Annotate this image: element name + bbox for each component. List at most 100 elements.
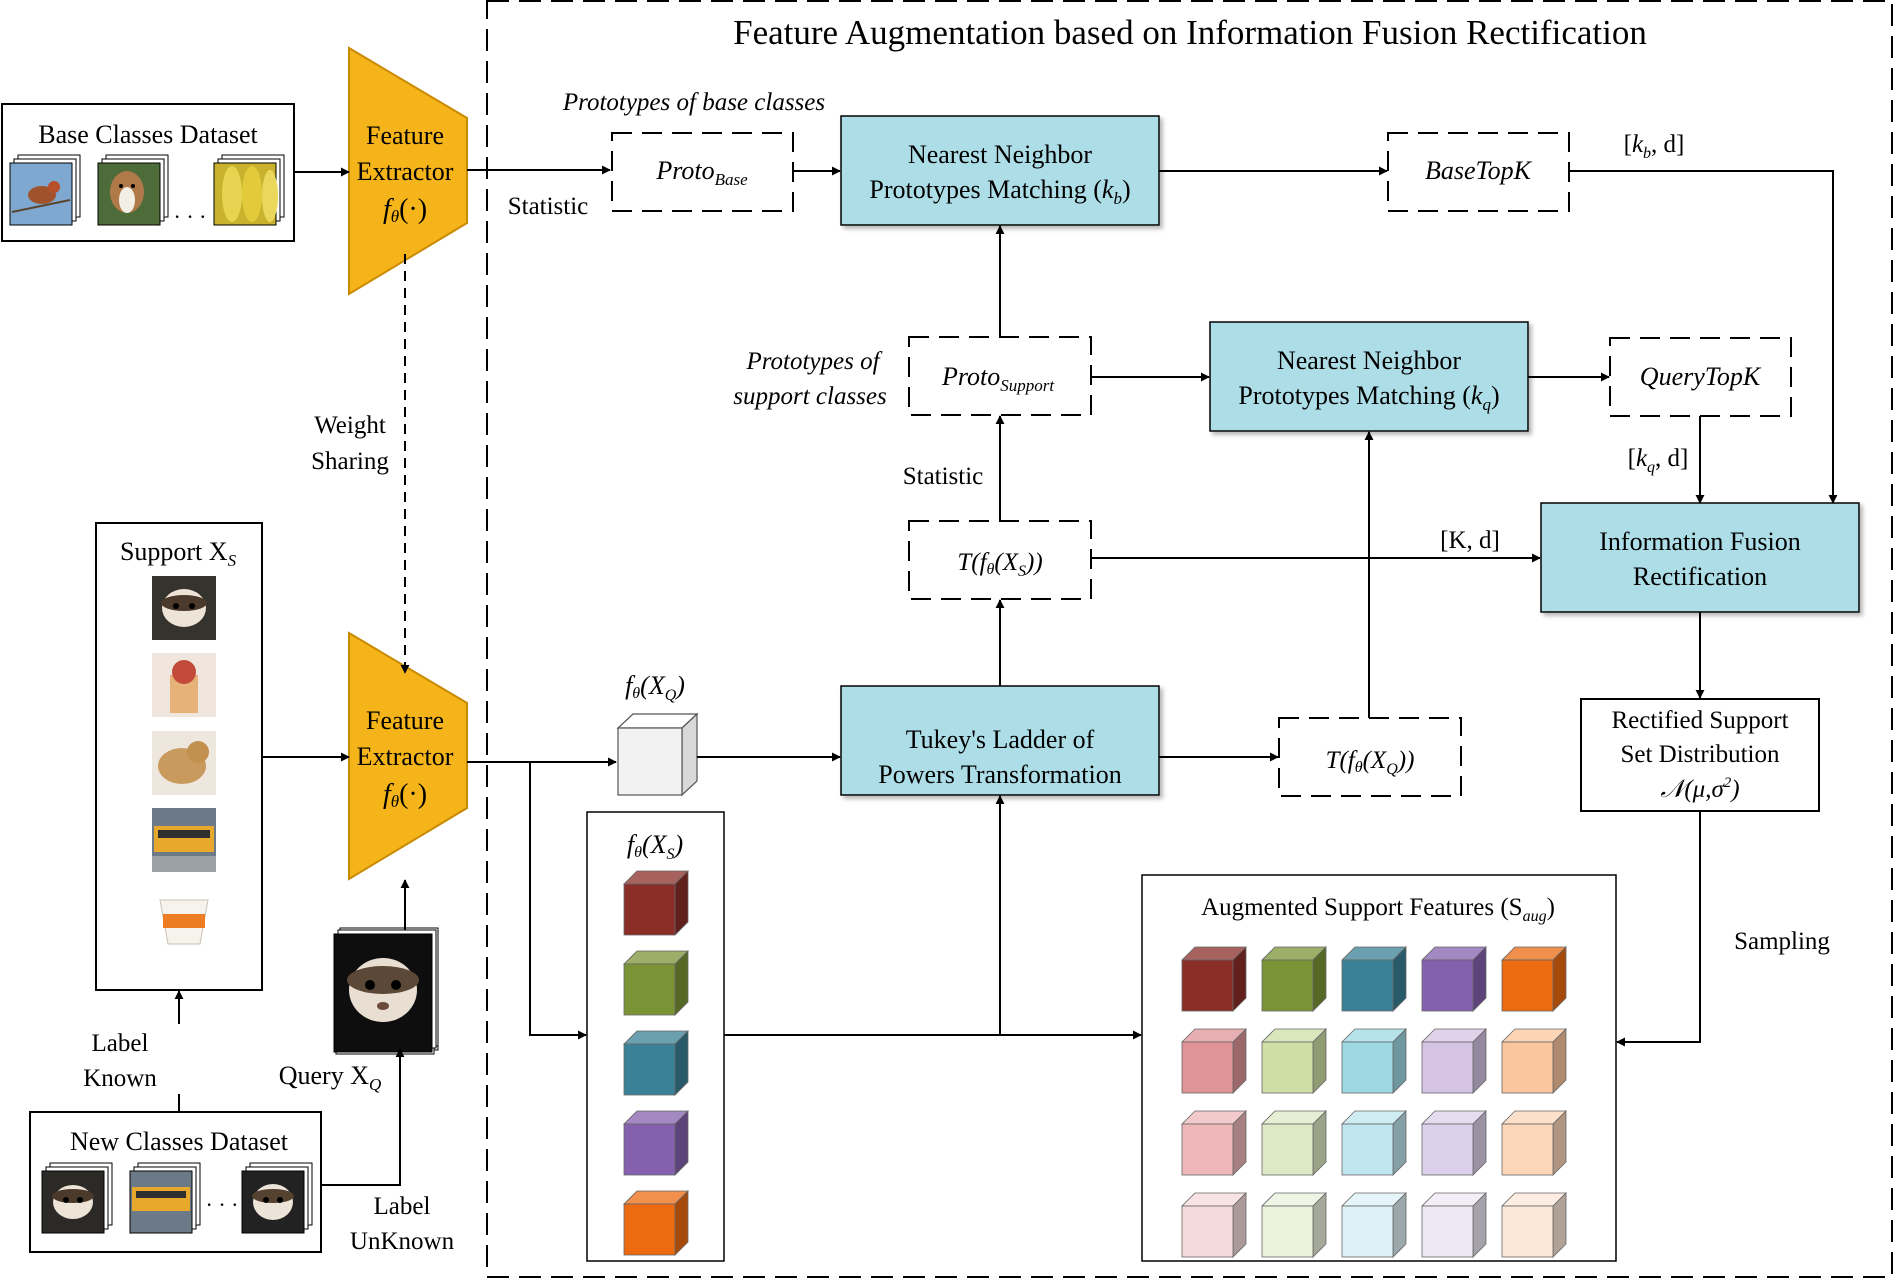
diagram-title: Feature Augmentation based on Informatio…	[733, 13, 1647, 52]
label-known-1: Label	[92, 1030, 149, 1057]
proto-base-box: ProtoBase	[611, 132, 794, 212]
support-feature-cube	[623, 1190, 689, 1256]
augmented-feature-cube	[1261, 1192, 1327, 1258]
new-classes-dataset: New Classes Dataset · · ·	[29, 1111, 322, 1253]
feature-extractor-base: Feature Extractor fθ(·)	[348, 46, 468, 296]
svg-text:Powers Transformation: Powers Transformation	[878, 760, 1121, 789]
support-set-panel: Support XS	[95, 522, 263, 991]
augmented-feature-cube	[1341, 1028, 1407, 1094]
weight-sharing-label-2: Sharing	[311, 448, 389, 475]
support-features-panel: fθ(XS)	[586, 811, 725, 1262]
augmented-features-panel: Augmented Support Features (Saug)	[1141, 874, 1617, 1262]
svg-text:Extractor: Extractor	[357, 742, 454, 771]
t-support-box: T(fθ(XS))	[908, 520, 1092, 600]
svg-text:Feature: Feature	[366, 706, 444, 735]
svg-text:Set Distribution: Set Distribution	[1620, 741, 1780, 768]
augmented-feature-cube	[1421, 1110, 1487, 1176]
query-topk-box: QueryTopK	[1609, 337, 1792, 417]
svg-text:T(fθ(XQ)): T(fθ(XQ))	[1326, 747, 1415, 778]
augmented-feature-cube	[1421, 1192, 1487, 1258]
weight-sharing-label-1: Weight	[314, 412, 386, 439]
prototypes-base-label: Prototypes of base classes	[562, 89, 825, 116]
svg-text:ProtoSupport: ProtoSupport	[941, 362, 1055, 395]
f-query-label: fθ(XQ)	[625, 671, 685, 704]
augmented-feature-cube	[1181, 946, 1247, 1012]
augmented-feature-cube	[1421, 1028, 1487, 1094]
statistic-label-support: Statistic	[903, 463, 984, 490]
dog-thumbnail	[97, 154, 169, 226]
bird-thumbnail	[9, 154, 81, 226]
svg-text:fθ(·): fθ(·)	[383, 194, 427, 226]
query-feature-cube	[616, 712, 699, 797]
svg-text:Prototypes Matching (kb): Prototypes Matching (kb)	[869, 175, 1130, 208]
arrow-basetopk-to-fusion	[1569, 170, 1838, 504]
tukey-transformation-box	[840, 685, 1160, 796]
base-classes-dataset: Base Classes Dataset · · ·	[1, 103, 295, 242]
arrow-sampling-to-augmented	[1616, 811, 1701, 1047]
augmented-feature-cube	[1501, 1028, 1567, 1094]
augmented-feature-cube	[1181, 1028, 1247, 1094]
proto-support-box: ProtoSupport	[908, 336, 1092, 416]
augmented-feature-cube	[1501, 946, 1567, 1012]
support-feature-cube	[623, 870, 689, 936]
new-ferret-thumbnail-2	[241, 1162, 313, 1234]
base-classes-label: Base Classes Dataset	[38, 120, 258, 149]
fusion-region-border	[486, 0, 1893, 1278]
augmented-feature-cube	[1261, 1110, 1327, 1176]
label-known-2: Known	[83, 1065, 157, 1092]
svg-text:Nearest Neighbor: Nearest Neighbor	[908, 140, 1092, 169]
t-query-box: T(fθ(XQ))	[1278, 717, 1462, 797]
support-feature-cube	[623, 950, 689, 1016]
query-image	[333, 927, 439, 1055]
support-dessert-thumbnail	[152, 653, 216, 717]
base-ellipsis: · · ·	[174, 204, 207, 229]
new-ferret-thumbnail-1	[41, 1162, 113, 1234]
augmented-feature-cube	[1181, 1110, 1247, 1176]
nn-matching-query-box	[1209, 321, 1529, 432]
augmented-feature-cube	[1421, 946, 1487, 1012]
svg-text:Extractor: Extractor	[357, 157, 454, 186]
augmented-feature-cube	[1341, 1110, 1407, 1176]
information-fusion-box	[1540, 502, 1860, 613]
augmented-feature-cube	[1341, 1192, 1407, 1258]
svg-text:Feature: Feature	[366, 121, 444, 150]
svg-text:BaseTopK: BaseTopK	[1425, 156, 1533, 185]
augmented-feature-cube	[1261, 946, 1327, 1012]
kb-d-label: [kb, d]	[1624, 131, 1685, 162]
svg-text:Nearest Neighbor: Nearest Neighbor	[1277, 346, 1461, 375]
augmented-feature-cube	[1261, 1028, 1327, 1094]
svg-text:Augmented Support Features (Sa: Augmented Support Features (Saug)	[1201, 894, 1555, 925]
svg-text:Tukey's Ladder of: Tukey's Ladder of	[906, 725, 1095, 754]
prototypes-support-label-1: Prototypes of	[745, 348, 882, 375]
augmented-feature-cube	[1501, 1192, 1567, 1258]
feature-extractor-new: Feature Extractor fθ(·)	[348, 631, 468, 881]
kq-d-label: [kq, d]	[1628, 445, 1689, 476]
svg-text:Rectification: Rectification	[1633, 562, 1767, 591]
base-topk-box: BaseTopK	[1387, 132, 1570, 212]
svg-text:Rectified Support: Rectified Support	[1611, 707, 1788, 734]
support-feature-cube	[623, 1030, 689, 1096]
svg-text:Prototypes Matching (kq): Prototypes Matching (kq)	[1238, 381, 1499, 414]
arrow-extractor-to-fsupport	[529, 762, 587, 1040]
support-cat-thumbnail	[152, 731, 216, 795]
svg-text:fθ(·): fθ(·)	[383, 779, 427, 811]
new-school-bus-thumbnail	[129, 1162, 201, 1234]
svg-text:T(fθ(XS)): T(fθ(XS))	[957, 549, 1042, 580]
support-ferret-thumbnail	[152, 576, 216, 640]
rectified-distribution-box: Rectified Support Set Distribution 𝒩(μ,σ…	[1580, 698, 1820, 812]
prototypes-support-label-2: support classes	[733, 383, 886, 410]
query-label: Query XQ	[279, 1061, 382, 1094]
support-school-bus-thumbnail	[152, 808, 216, 872]
corn-thumbnail	[213, 154, 285, 226]
svg-text:New Classes Dataset: New Classes Dataset	[70, 1127, 289, 1156]
augmented-feature-cube	[1181, 1192, 1247, 1258]
statistic-label-base: Statistic	[508, 193, 589, 220]
arrow-newdataset-to-query	[321, 1048, 405, 1186]
K-d-label: [K, d]	[1440, 527, 1500, 554]
label-unknown-2: UnKnown	[350, 1228, 455, 1255]
svg-text:𝒩(μ,σ2): 𝒩(μ,σ2)	[1660, 775, 1739, 803]
svg-text:Support XS: Support XS	[120, 537, 237, 570]
svg-text:ProtoBase: ProtoBase	[655, 156, 748, 189]
augmented-feature-cube	[1341, 946, 1407, 1012]
